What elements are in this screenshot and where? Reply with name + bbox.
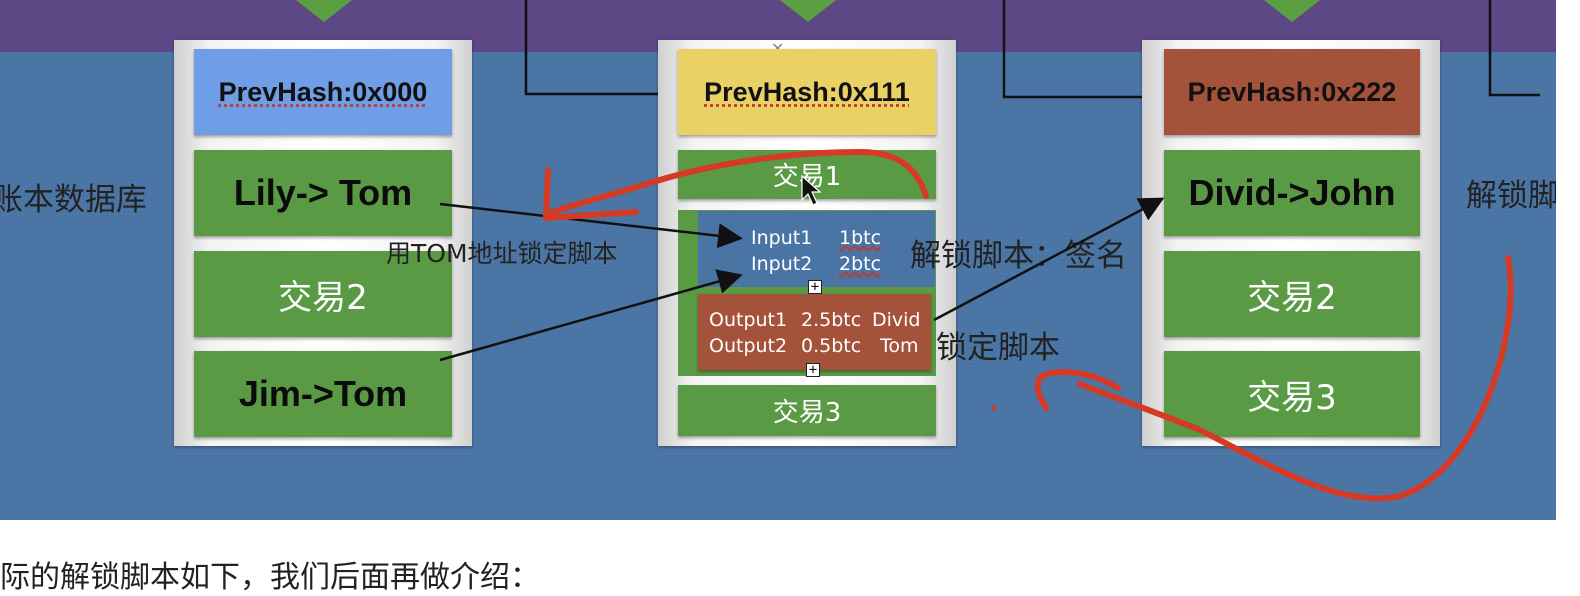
arrow-input2 <box>440 276 738 360</box>
bottom-caption: 际的解锁脚本如下，我们后面再做介绍： <box>0 552 540 596</box>
red-annotation-curve-right <box>1080 258 1511 498</box>
mouse-cursor-icon <box>802 176 820 205</box>
red-annotation-hook <box>1038 372 1118 408</box>
annotation-layer <box>0 0 1556 520</box>
red-dot <box>992 406 997 411</box>
diagram-canvas: PrevHash:0x000 Lily-> Tom 交易2 Jim->Tom ✕… <box>0 0 1556 520</box>
red-annotation-curve <box>548 152 926 214</box>
arrow-input1 <box>440 204 738 238</box>
arrow-output1 <box>934 200 1160 320</box>
